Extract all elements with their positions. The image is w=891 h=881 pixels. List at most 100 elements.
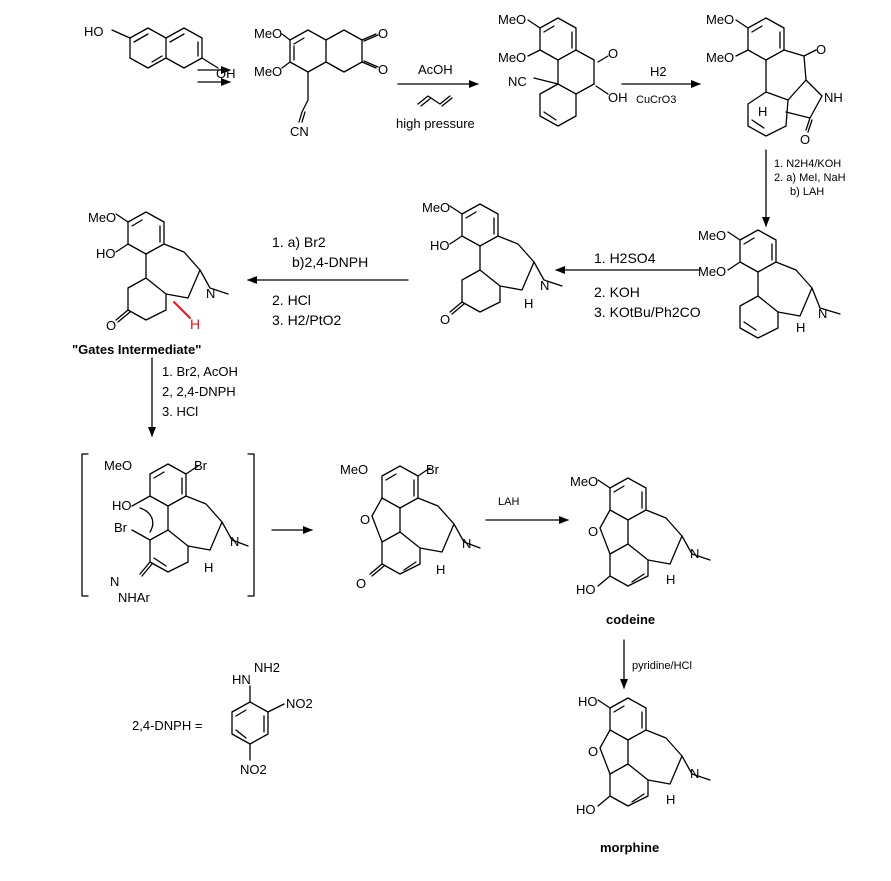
c5-atom-meo-2: MeO xyxy=(698,264,727,279)
c3-atom-o: O xyxy=(608,46,619,61)
c11-atom-ho: HO xyxy=(576,802,596,817)
c10-atom-h: H xyxy=(666,572,676,587)
c11-atom-n: N xyxy=(690,766,700,781)
butadiene xyxy=(417,95,453,107)
dnph-atom-no2-para: NO2 xyxy=(240,762,267,777)
c7-name-gates-intermediate: "Gates Intermediate" xyxy=(72,342,202,357)
c10-atom-ho: HO xyxy=(576,582,596,597)
red-hydrogen-bond xyxy=(173,301,191,319)
r6-condition-3: 2. HCl xyxy=(272,292,311,308)
r5-condition-1: 1. H2SO4 xyxy=(594,250,656,266)
c5-atom-n: N xyxy=(818,306,828,321)
dnph-atom-no2-ortho: NO2 xyxy=(286,696,313,711)
c8-atom-h: H xyxy=(204,560,214,575)
r4-condition-3: b) LAH xyxy=(790,186,825,198)
c2-atom-meo-1: MeO xyxy=(254,26,283,41)
compound-2-structure xyxy=(281,29,379,123)
c10-atom-meo: MeO xyxy=(570,474,599,489)
c2-atom-o-1: O xyxy=(378,26,389,41)
c11-atom-o-bridge: O xyxy=(588,744,599,759)
c10-atom-n: N xyxy=(690,546,700,561)
c6-atom-ho: HO xyxy=(430,238,450,253)
c8-atom-n-imine: N xyxy=(110,574,120,589)
c4-atom-o-2: O xyxy=(800,132,811,147)
c8-atom-br-1: Br xyxy=(194,458,207,473)
r3-condition-cucro3: CuCrO3 xyxy=(636,94,677,106)
r6-condition-2: b)2,4-DNPH xyxy=(292,254,369,270)
c7-atom-o: O xyxy=(106,318,117,333)
c4-atom-h: H xyxy=(758,104,768,119)
c7-atom-n: N xyxy=(206,286,216,301)
c8-atom-n-ring: N xyxy=(230,534,240,549)
r6-condition-1: 1. a) Br2 xyxy=(272,234,326,250)
c9-atom-o-ketone: O xyxy=(356,576,367,591)
c6-atom-o: O xyxy=(440,312,451,327)
dnph-atom-hn: HN xyxy=(232,672,251,687)
compound-4-structure xyxy=(735,17,823,137)
c8-atom-br-2: Br xyxy=(114,520,127,535)
c3-atom-nc: NC xyxy=(508,74,527,89)
c3-atom-meo-1: MeO xyxy=(498,12,527,27)
compound-7-structure xyxy=(115,211,229,323)
dnph-label: 2,4-DNPH = xyxy=(132,718,203,733)
r3-condition-h2: H2 xyxy=(650,64,667,79)
c10-atom-o-bridge: O xyxy=(588,524,599,539)
compound-8-structure xyxy=(131,463,249,577)
c3-atom-meo-2: MeO xyxy=(498,50,527,65)
r2-condition-pressure: high pressure xyxy=(396,116,475,131)
c7-atom-h-red: H xyxy=(190,316,201,332)
compound-1-structure xyxy=(111,27,219,69)
r10-condition-pyridine: pyridine/HCl xyxy=(632,660,692,672)
c11-atom-ho-phenol: HO xyxy=(578,694,598,709)
compound-10-structure xyxy=(597,477,711,587)
c2-atom-cn: CN xyxy=(290,124,309,139)
c6-atom-meo: MeO xyxy=(422,200,451,215)
c10-name-codeine: codeine xyxy=(606,612,656,627)
c7-atom-ho: HO xyxy=(96,246,116,261)
bracket-right xyxy=(247,453,255,597)
c5-atom-h: H xyxy=(796,320,806,335)
r6-condition-4: 3. H2/PtO2 xyxy=(272,312,342,328)
c2-atom-o-2: O xyxy=(378,62,389,77)
dnph-atom-nh2: NH2 xyxy=(254,660,281,675)
c6-atom-h: H xyxy=(524,296,534,311)
c4-atom-nh: NH xyxy=(824,90,843,105)
c7-atom-meo: MeO xyxy=(88,210,117,225)
r4-condition-2: 2. a) MeI, NaH xyxy=(774,172,846,184)
compound-6-structure xyxy=(449,203,563,315)
c11-name-morphine: morphine xyxy=(600,840,660,855)
compound-3-structure xyxy=(527,17,609,127)
c9-atom-meo: MeO xyxy=(340,462,369,477)
r4-condition-1: 1. N2H4/KOH xyxy=(774,158,842,170)
c5-atom-meo-1: MeO xyxy=(698,228,727,243)
dnph-structure xyxy=(231,685,285,761)
r7-condition-3: 3. HCl xyxy=(162,404,199,419)
compound-11-structure xyxy=(597,697,711,807)
r7-condition-2: 2, 2,4-DNPH xyxy=(162,384,236,399)
r2-condition-acoh: AcOH xyxy=(418,62,453,77)
c8-atom-ho: HO xyxy=(112,498,132,513)
c3-atom-oh: OH xyxy=(608,90,628,105)
r5-condition-2: 2. KOH xyxy=(594,284,640,300)
c1-atom-oh: OH xyxy=(216,66,236,81)
c6-atom-n: N xyxy=(540,278,550,293)
c4-atom-meo-1: MeO xyxy=(706,12,735,27)
compound-9-structure xyxy=(369,465,481,577)
c9-atom-n: N xyxy=(462,536,472,551)
bracket-left xyxy=(81,453,89,597)
c11-atom-h: H xyxy=(666,792,676,807)
c1-atom-ho: HO xyxy=(84,24,104,39)
c4-atom-meo-2: MeO xyxy=(706,50,735,65)
c9-atom-o-bridge: O xyxy=(360,512,371,527)
c4-atom-o-1: O xyxy=(816,42,827,57)
r7-condition-1: 1. Br2, AcOH xyxy=(162,364,238,379)
r5-condition-3: 3. KOtBu/Ph2CO xyxy=(594,304,701,320)
c9-atom-h: H xyxy=(436,562,446,577)
compound-5-structure xyxy=(727,229,841,339)
c8-atom-nhar: NHAr xyxy=(118,590,150,605)
c8-atom-meo: MeO xyxy=(104,458,133,473)
c9-atom-br: Br xyxy=(426,462,439,477)
c2-atom-meo-2: MeO xyxy=(254,64,283,79)
r9-condition-lah: LAH xyxy=(498,496,520,508)
